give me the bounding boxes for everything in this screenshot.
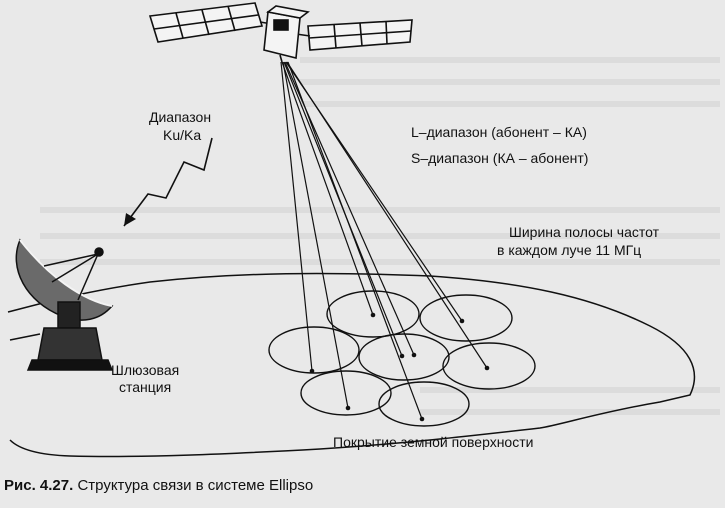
beam-spot: [442, 342, 536, 390]
beam-spot: [300, 370, 392, 416]
background-bleed: [40, 57, 720, 415]
coverage-label: Покрытие земной поверхности: [333, 434, 534, 450]
gateway-label-line2: станция: [119, 379, 172, 395]
figure-number: Рис. 4.27.: [4, 477, 74, 494]
beam-lines: [280, 61, 488, 420]
figure-title: Структура связи в системе Ellipso: [77, 477, 314, 494]
ku-band-label-line1: Диапазон: [149, 109, 212, 125]
beam-spot: [419, 294, 513, 342]
gateway-label-line1: Шлюзовая: [111, 362, 180, 378]
ku-band-label-line2: Ku/Ka: [163, 127, 202, 143]
beam-spot: [358, 333, 450, 381]
l-band-label: L–диапазон (абонент – КА): [411, 124, 587, 140]
figure-caption: Рис. 4.27. Структура связи в системе Ell…: [4, 477, 313, 494]
beam-spots: [268, 290, 536, 427]
bandwidth-label-line1: Ширина полосы частот: [509, 224, 660, 240]
beam-spot: [268, 326, 360, 374]
s-band-label: S–диапазон (КА – абонент): [411, 150, 589, 166]
gateway-antenna: [9, 238, 114, 371]
feeder-link-bolt: [123, 137, 213, 227]
bandwidth-label-line2: в каждом луче 11 МГц: [497, 242, 642, 258]
beam-spot: [326, 290, 420, 338]
satellite-body: [263, 11, 301, 60]
satellite: [148, 2, 413, 63]
beam-centres: [309, 312, 490, 422]
beam-spot: [378, 381, 470, 427]
earth-surface: [7, 272, 696, 458]
